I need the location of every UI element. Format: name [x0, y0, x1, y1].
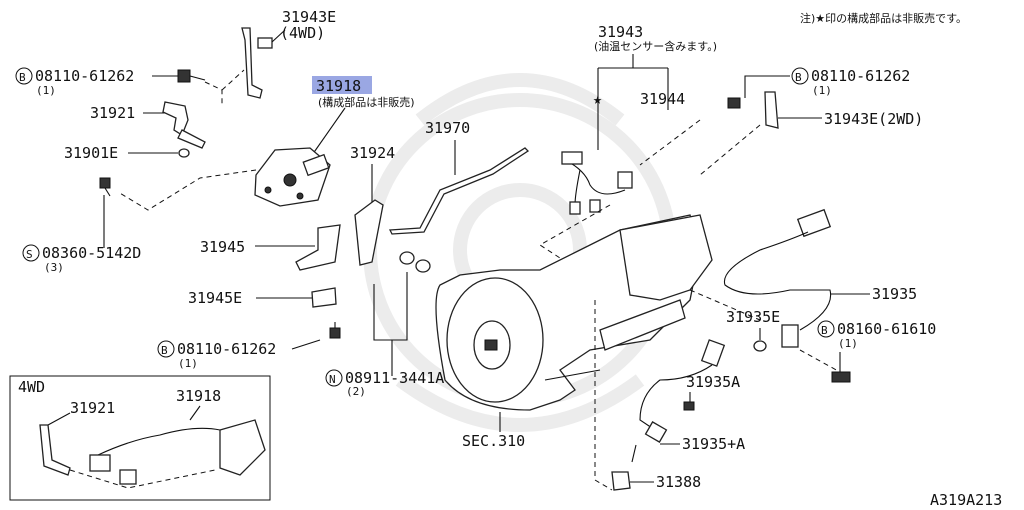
sensor-31935[interactable]: [723, 208, 832, 348]
nut-08911-a[interactable]: [399, 251, 415, 265]
bolt-08160[interactable]: [831, 371, 851, 383]
bolt-08110-mid[interactable]: [329, 327, 341, 339]
label-31935e[interactable]: 31935E: [726, 308, 780, 326]
harness-31943[interactable]: [561, 151, 633, 215]
sensor-31935a[interactable]: [639, 339, 726, 443]
label-08160[interactable]: 08160-61610: [837, 320, 936, 338]
label-08360-qty: (3): [44, 261, 64, 274]
label-08110-mid-qty: (1): [178, 357, 198, 370]
bolt-symbol-right: B: [791, 67, 809, 85]
label-31901e[interactable]: 31901E: [64, 144, 118, 162]
label-08110-top[interactable]: 08110-61262: [35, 67, 134, 85]
inset-label-31918[interactable]: 31918: [176, 387, 221, 405]
label-31388[interactable]: 31388: [656, 473, 701, 491]
label-08110-mid[interactable]: 08110-61262: [177, 340, 276, 358]
footnote: 注)★印の構成部品は非販売です。: [800, 11, 967, 25]
bolt-08110-right[interactable]: [727, 97, 741, 109]
highlight-31918: [312, 76, 372, 94]
bolt-08110-top[interactable]: [177, 69, 191, 83]
bracket-31943e-2wd[interactable]: [764, 91, 779, 129]
screw-symbol: S: [22, 244, 40, 262]
bracket-31943e-4wd[interactable]: [241, 27, 263, 99]
plate-31945[interactable]: [295, 224, 341, 271]
bolt-symbol-mid: B: [157, 340, 175, 358]
clip-31935a[interactable]: [683, 401, 695, 411]
detent-31924[interactable]: [354, 199, 384, 266]
label-31944[interactable]: 31944: [640, 90, 685, 108]
transmission-assembly[interactable]: [435, 214, 713, 411]
label-08360[interactable]: 08360-5142D: [42, 244, 141, 262]
nut-08911-b[interactable]: [415, 259, 431, 273]
inset-lever-31921[interactable]: [39, 424, 71, 476]
svg-text:B: B: [161, 344, 168, 357]
pin-31901e[interactable]: [178, 148, 190, 158]
bolt-symbol-top: B: [15, 67, 33, 85]
lever-arm: [177, 129, 206, 149]
label-31943e-4wd-sub: (4WD): [280, 24, 325, 42]
label-08110-top-qty: (1): [36, 84, 56, 97]
label-31921[interactable]: 31921: [90, 104, 135, 122]
label-31935-plus-a[interactable]: 31935+A: [682, 435, 745, 453]
label-31918[interactable]: 31918: [316, 77, 361, 95]
inset-title: 4WD: [18, 378, 45, 396]
switch-31918[interactable]: [254, 147, 331, 207]
bolt-symbol-08160: B: [817, 320, 835, 338]
label-31945[interactable]: 31945: [200, 238, 245, 256]
label-08160-qty: (1): [838, 337, 858, 350]
inset-4wd-frame: [9, 375, 271, 501]
star-marker: ★: [593, 90, 602, 108]
rod-31970[interactable]: [388, 147, 530, 235]
nut-symbol: N: [325, 369, 343, 387]
label-31935[interactable]: 31935: [872, 285, 917, 303]
label-31924[interactable]: 31924: [350, 144, 395, 162]
lever-31921[interactable]: [162, 101, 189, 136]
label-31935a[interactable]: 31935A: [686, 373, 740, 391]
label-31945e[interactable]: 31945E: [188, 289, 242, 307]
label-08911-qty: (2): [346, 385, 366, 398]
svg-text:B: B: [821, 324, 828, 337]
label-31943e-4wd[interactable]: 31943E: [282, 8, 336, 26]
screw-08360[interactable]: [99, 177, 111, 189]
diagram-ref-code: A319A213: [930, 491, 1002, 509]
oring-31935e[interactable]: [753, 340, 767, 352]
label-31918-note: (構成部品は非販売): [318, 95, 415, 109]
label-31943-note: (油温センサー含みます。): [594, 39, 717, 53]
svg-text:B: B: [19, 71, 26, 84]
label-08911[interactable]: 08911-3441A: [345, 369, 444, 387]
svg-text:N: N: [329, 373, 336, 386]
label-sec310[interactable]: SEC.310: [462, 432, 525, 450]
label-08110-right[interactable]: 08110-61262: [811, 67, 910, 85]
bracket-clip: [257, 37, 273, 49]
inset-label-31921[interactable]: 31921: [70, 399, 115, 417]
label-08110-right-qty: (1): [812, 84, 832, 97]
plate-31945e[interactable]: [311, 287, 337, 308]
label-31943[interactable]: 31943: [598, 23, 643, 41]
label-31970[interactable]: 31970: [425, 119, 470, 137]
inset-switch-31918[interactable]: [89, 419, 266, 485]
clip-31388[interactable]: [611, 471, 631, 491]
label-31943e-2wd[interactable]: 31943E(2WD): [824, 110, 923, 128]
svg-text:B: B: [795, 71, 802, 84]
svg-text:S: S: [26, 248, 33, 261]
